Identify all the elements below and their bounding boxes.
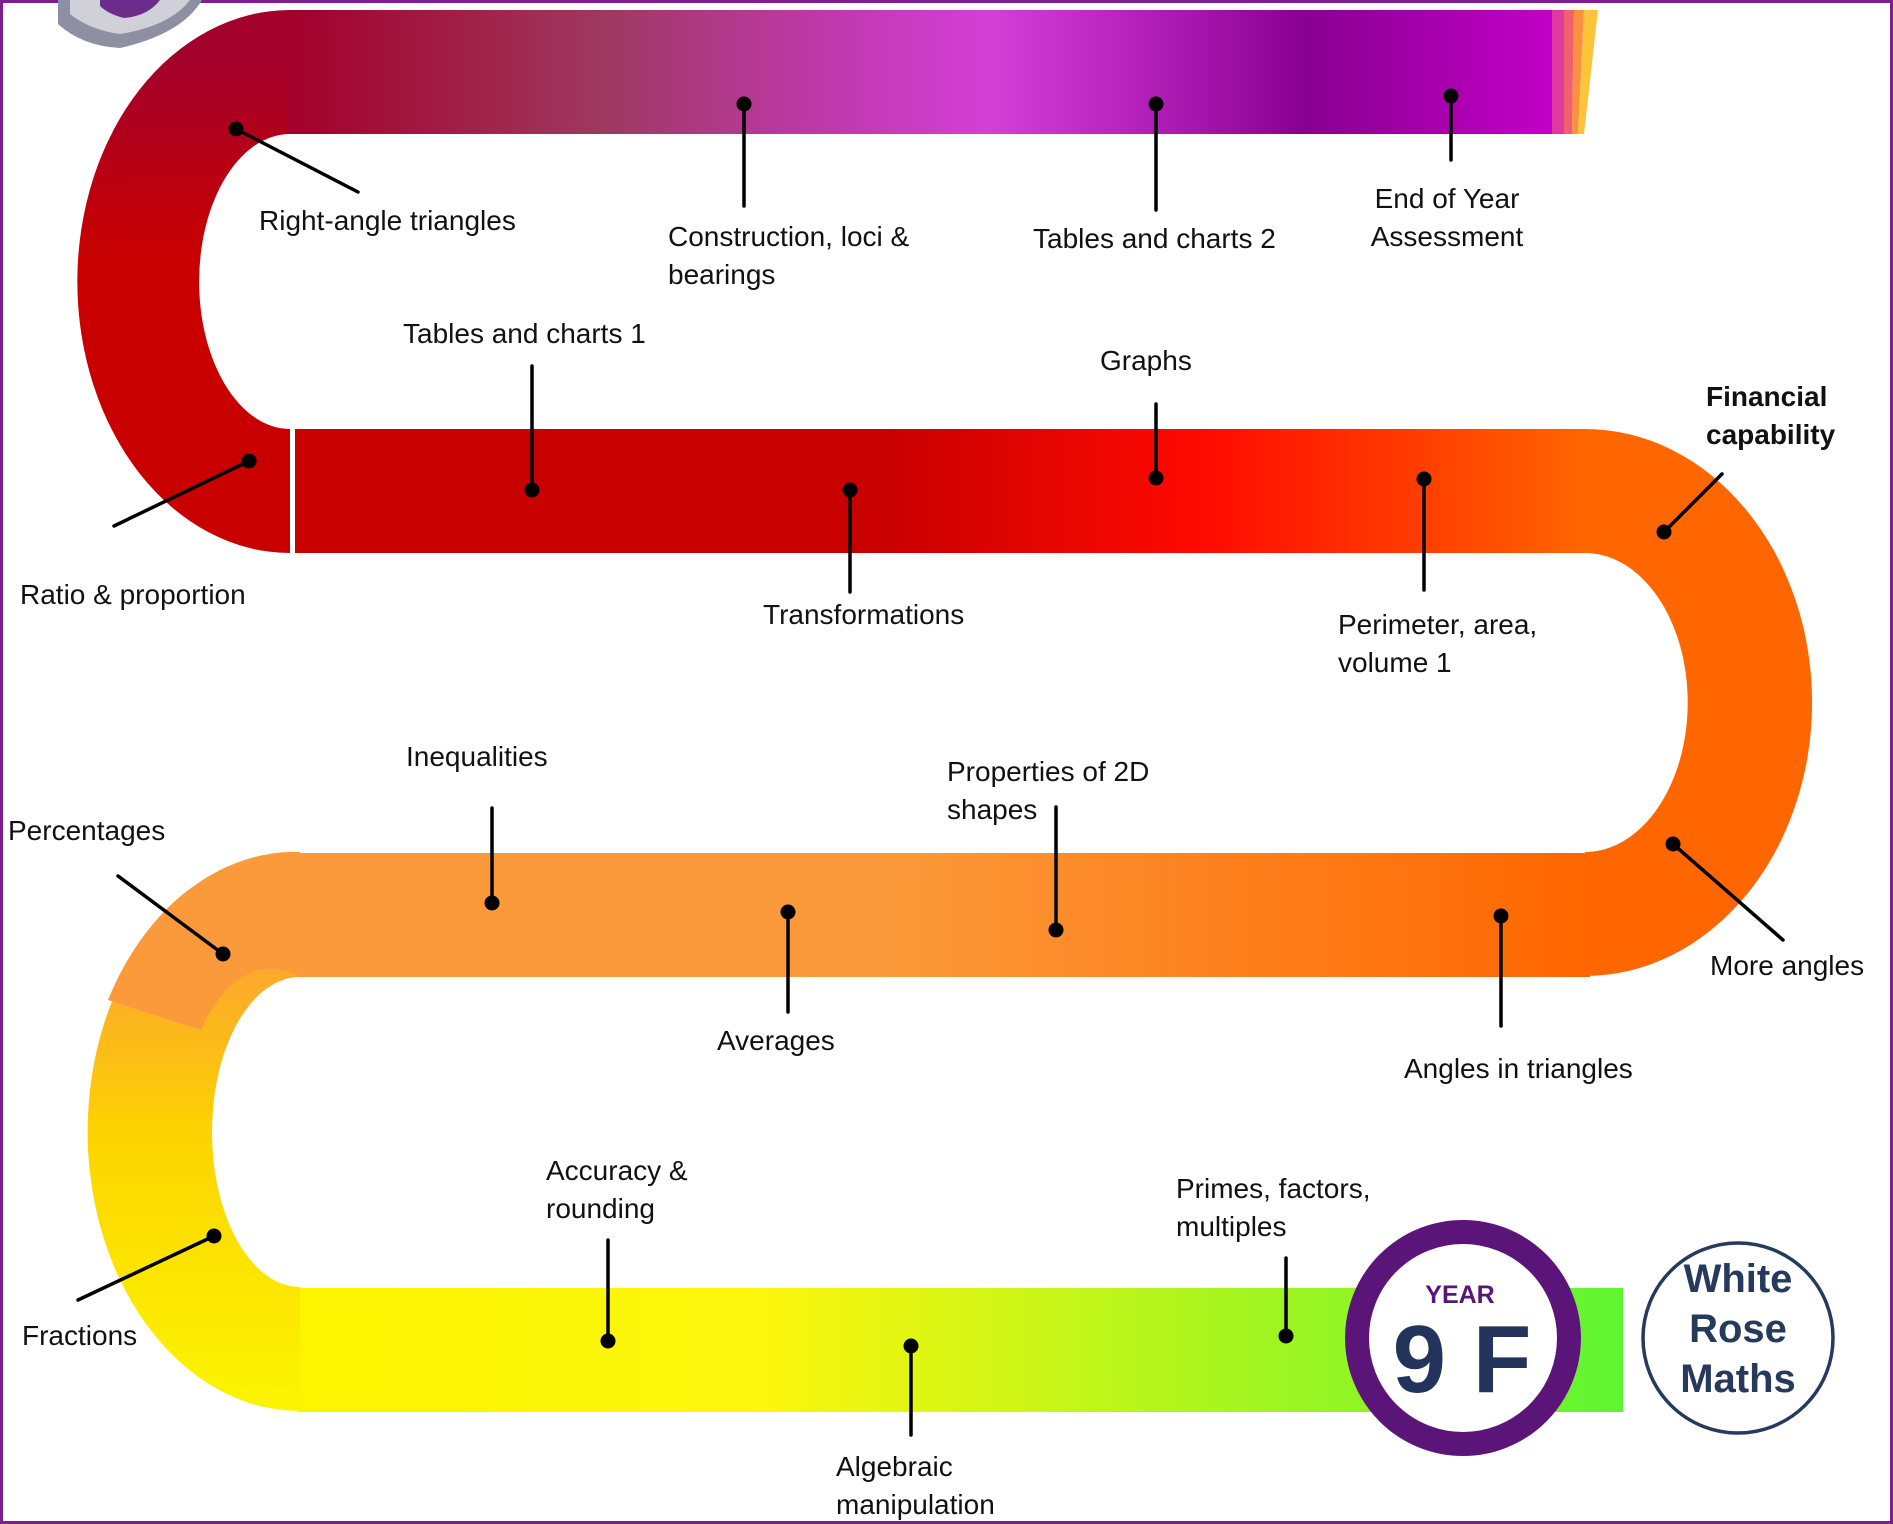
topic-label-percentages: Percentages [8, 815, 165, 846]
leader-line-financial-capability [1662, 472, 1724, 534]
milestone-dot-averages [780, 904, 796, 920]
topic-label-transformations: Transformations [763, 599, 964, 630]
finish-stripe [1564, 10, 1574, 134]
milestone-dot-inequalities [484, 895, 500, 911]
milestone-dot-tables-and-charts-1 [524, 482, 540, 498]
topic-label-inequalities: Inequalities [406, 741, 548, 772]
milestone-dot-ratio-proportion [241, 453, 257, 469]
milestone-dot-fractions [206, 1228, 222, 1244]
topic-label-tables-and-charts-2: Tables and charts 2 [1033, 223, 1276, 254]
milestone-dot-primes-factors-multiples [1278, 1328, 1294, 1344]
badge-year-label: YEAR [1425, 1281, 1494, 1309]
road-row-2 [295, 429, 1587, 553]
white-rose-maths-logo: White Rose Maths [1641, 1241, 1835, 1435]
milestone-dot-angles-in-triangles [1493, 908, 1509, 924]
badge-code: 9 F [1393, 1306, 1532, 1413]
topic-label-more-angles: More angles [1710, 950, 1864, 981]
topic-label-right-angle-triangles: Right-angle triangles [259, 205, 516, 236]
milestone-dot-perimeter-area-volume-1 [1416, 471, 1432, 487]
road-bend-left-top [77, 10, 290, 553]
road-bend-right [1585, 429, 1813, 976]
leader-line-ratio-proportion [112, 459, 251, 528]
topic-label-tables-and-charts-1: Tables and charts 1 [403, 318, 646, 349]
milestone-dot-right-angle-triangles [228, 121, 244, 137]
leader-line-fractions [76, 1234, 216, 1302]
road-row-3 [298, 853, 1590, 977]
milestones [76, 88, 1785, 1437]
leader-line-more-angles [1671, 842, 1785, 942]
milestone-dot-percentages [215, 946, 231, 962]
logo-line-white: White [1684, 1257, 1793, 1301]
topic-label-averages: Averages [717, 1025, 835, 1056]
milestone-dot-end-of-year-assessment [1443, 88, 1459, 104]
milestone-dot-transformations [842, 482, 858, 498]
journey-road [77, 10, 1813, 1412]
milestone-dot-more-angles [1665, 836, 1681, 852]
leader-line-right-angle-triangles [234, 127, 360, 194]
finish-stripe [1572, 10, 1584, 134]
logo-line-rose: Rose [1689, 1307, 1787, 1351]
milestone-dot-accuracy-rounding [600, 1333, 616, 1349]
milestone-dot-financial-capability [1656, 524, 1672, 540]
topic-label-construction-loci-bearings: Construction, loci &bearings [668, 221, 910, 290]
topic-label-primes-factors-multiples: Primes, factors,multiples [1176, 1173, 1370, 1242]
year-badge: YEAR 9 F [1345, 1220, 1581, 1456]
school-crest-logo [58, 0, 202, 48]
topic-label-perimeter-area-volume-1: Perimeter, area,volume 1 [1338, 609, 1537, 678]
topic-label-fractions: Fractions [22, 1320, 137, 1351]
topic-label-accuracy-rounding: Accuracy &rounding [546, 1155, 688, 1224]
milestone-dot-construction-loci-bearings [736, 96, 752, 112]
leader-line-percentages [116, 874, 225, 956]
topic-label-angles-in-triangles: Angles in triangles [1404, 1053, 1633, 1084]
milestone-dot-properties-2d-shapes [1048, 922, 1064, 938]
topic-label-graphs: Graphs [1100, 345, 1192, 376]
finish-stripe [1578, 10, 1598, 134]
logo-line-maths: Maths [1680, 1357, 1796, 1401]
milestone-dot-tables-and-charts-2 [1148, 96, 1164, 112]
milestone-dot-graphs [1148, 470, 1164, 486]
topic-label-ratio-proportion: Ratio & proportion [20, 579, 246, 610]
milestone-dot-algebraic-manipulation [903, 1338, 919, 1354]
finish-stripe [1552, 10, 1564, 134]
road-row-4 [288, 10, 1552, 134]
road-bend-left-lower [87, 916, 300, 1411]
